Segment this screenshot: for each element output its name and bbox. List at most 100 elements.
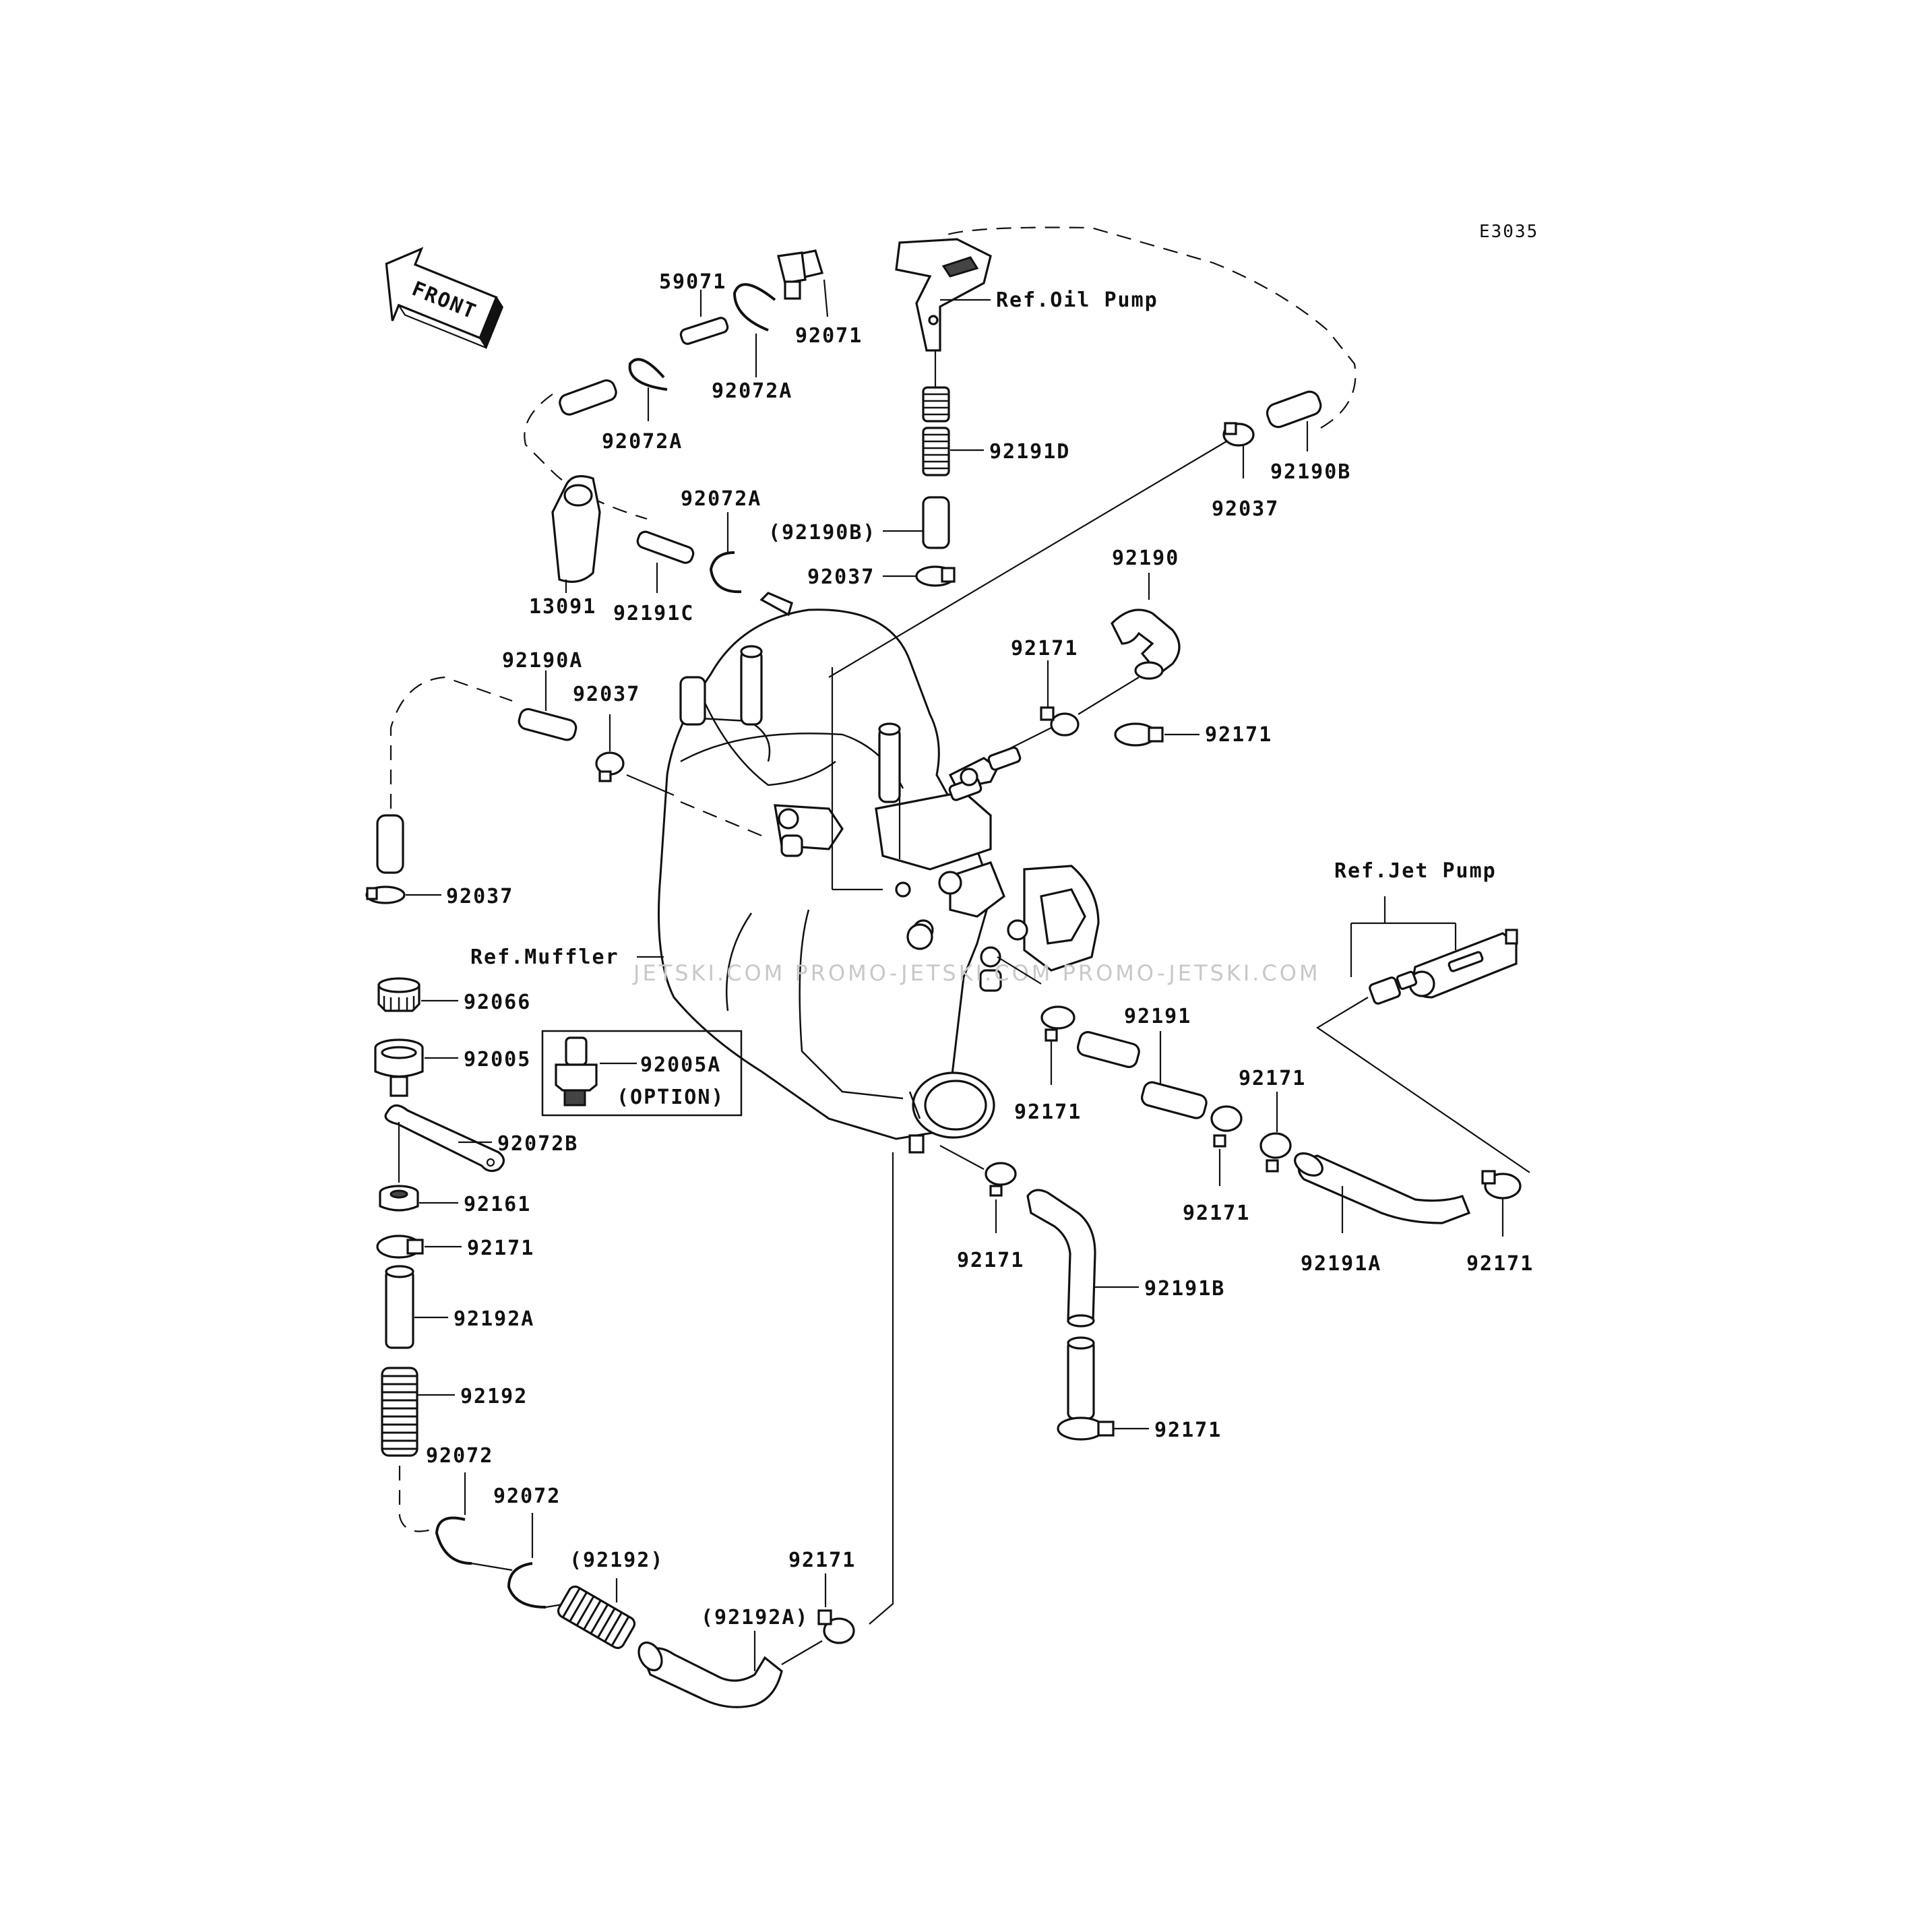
label-92191: 92191 — [1124, 1005, 1191, 1028]
part-92005 — [374, 1038, 424, 1097]
part-59071 — [679, 290, 729, 345]
hose-92191B — [1026, 1189, 1096, 1420]
pipe-92191-a — [1076, 1031, 1140, 1068]
diagram-code: E3035 — [1479, 222, 1538, 242]
label-92072A-left: 92072A — [602, 430, 683, 454]
pipe-92190A — [518, 708, 578, 741]
label-92005A: 92005A — [640, 1053, 721, 1077]
label-92037-top-mid: 92037 — [807, 565, 875, 589]
label-92171-f: 92171 — [1466, 1252, 1534, 1276]
clamp-92037-top-mid — [915, 565, 956, 587]
part-92191D — [922, 350, 950, 476]
label-92171-d: 92171 — [1183, 1202, 1250, 1225]
oil-pump-bracket — [895, 238, 992, 352]
hose-top-left — [559, 379, 617, 416]
pipe-left-vertical — [376, 814, 404, 874]
label-92190: 92190 — [1112, 547, 1179, 570]
clamp-92171-h — [1057, 1416, 1115, 1441]
cap-92066 — [377, 977, 420, 1012]
label-92191B: 92191B — [1144, 1277, 1225, 1301]
hose-route-top — [943, 226, 1357, 429]
muffler-assembly — [658, 592, 1100, 1154]
clamp-92171-d — [1210, 1105, 1243, 1148]
label-59071: 59071 — [659, 270, 726, 294]
clip-92072A-mid — [709, 551, 742, 594]
coil-92192-paren — [557, 1585, 636, 1650]
clip-92072-b — [507, 1562, 547, 1609]
clamp-92171-b — [1114, 722, 1164, 747]
hose-92191A — [1294, 1152, 1471, 1224]
clip-92072-a — [435, 1516, 472, 1565]
hose-route-bottom — [869, 1152, 894, 1625]
hose-92192A-paren — [637, 1641, 783, 1708]
clamp-92171-left — [376, 1235, 424, 1259]
label-92072B: 92072B — [497, 1132, 578, 1156]
label-92190A: 92190A — [502, 649, 583, 673]
hose-route-left-mid — [389, 676, 513, 809]
label-92190B: 92190B — [1270, 460, 1351, 484]
clamp-92171-g — [985, 1162, 1017, 1197]
clamp-92171-c — [1040, 1005, 1076, 1042]
label-92191A: 92191A — [1301, 1252, 1381, 1276]
part-92005A — [555, 1036, 598, 1107]
front-arrow-icon: FRONT — [385, 247, 504, 350]
clamp-92171-e — [1259, 1132, 1292, 1173]
label-92171-b: 92171 — [1205, 723, 1272, 747]
hose-92190 — [1111, 609, 1181, 680]
watermark: JETSKI.COM PROMO-JETSKI.COM PROMO-JETSKI… — [632, 960, 1321, 986]
label-92037-left-mid: 92037 — [573, 683, 640, 706]
label-92005: 92005 — [464, 1048, 531, 1071]
clamp-92037-left-mid — [595, 751, 625, 782]
label-92072-a: 92072 — [426, 1444, 493, 1468]
label-92161: 92161 — [464, 1193, 531, 1216]
label-13091: 13091 — [529, 595, 596, 619]
label-92037-right: 92037 — [1212, 497, 1279, 521]
ref-oil-pump: Ref.Oil Pump — [996, 288, 1158, 312]
clamp-92171-a — [1040, 706, 1080, 737]
hose-route-left — [524, 394, 648, 520]
clamp-92171-bottom — [817, 1609, 855, 1644]
jet-pump-fitting — [1369, 929, 1518, 1005]
label-92072A-top: 92072A — [712, 379, 792, 403]
label-92171-bottom: 92171 — [788, 1549, 856, 1572]
pipe-92191C — [636, 530, 695, 564]
label-92072-b: 92072 — [493, 1485, 561, 1508]
coil-92192 — [381, 1367, 418, 1457]
label-92171-c: 92171 — [1014, 1100, 1082, 1124]
part-92071 — [777, 249, 829, 317]
label-92171-g: 92171 — [957, 1249, 1024, 1272]
label-92171-e: 92171 — [1239, 1067, 1306, 1090]
pipe-92190B-paren — [922, 496, 950, 549]
engine-frame-line — [831, 667, 883, 891]
hose-route-bottom-left — [398, 1466, 432, 1532]
label-92190B-paren: (92190B) — [768, 521, 877, 544]
label-92192-paren: (92192) — [569, 1549, 664, 1572]
label-92192A: 92192A — [454, 1307, 534, 1331]
ref-jet-pump: Ref.Jet Pump — [1334, 859, 1497, 883]
clip-92072A-top — [733, 283, 776, 332]
plug-92161 — [379, 1185, 419, 1212]
part-13091 — [551, 475, 601, 593]
label-92037-left: 92037 — [446, 885, 513, 908]
label-92066: 92066 — [464, 991, 531, 1014]
label-92192A-paren: (92192A) — [701, 1606, 809, 1629]
hose-route-left-mid-2 — [680, 801, 762, 837]
label-92171-left: 92171 — [467, 1237, 534, 1260]
label-92072A-mid: 92072A — [681, 487, 761, 511]
clip-92072A-left — [628, 358, 668, 391]
label-92191C: 92191C — [613, 602, 694, 625]
pipe-92190B — [1266, 390, 1322, 429]
label-92171-a: 92171 — [1011, 637, 1078, 660]
strap-92072B — [384, 1104, 505, 1173]
label-92071: 92071 — [795, 324, 863, 348]
label-92171-h: 92171 — [1154, 1419, 1222, 1442]
clamp-92037-left — [365, 885, 406, 904]
hose-92192A — [385, 1265, 414, 1349]
label-92191D: 92191D — [989, 440, 1070, 464]
ref-muffler: Ref.Muffler — [470, 945, 619, 969]
clamp-92171-f — [1481, 1170, 1522, 1199]
clamp-92037-right — [1222, 422, 1255, 447]
pipe-92191-b — [1141, 1081, 1208, 1119]
label-92192: 92192 — [460, 1385, 528, 1408]
